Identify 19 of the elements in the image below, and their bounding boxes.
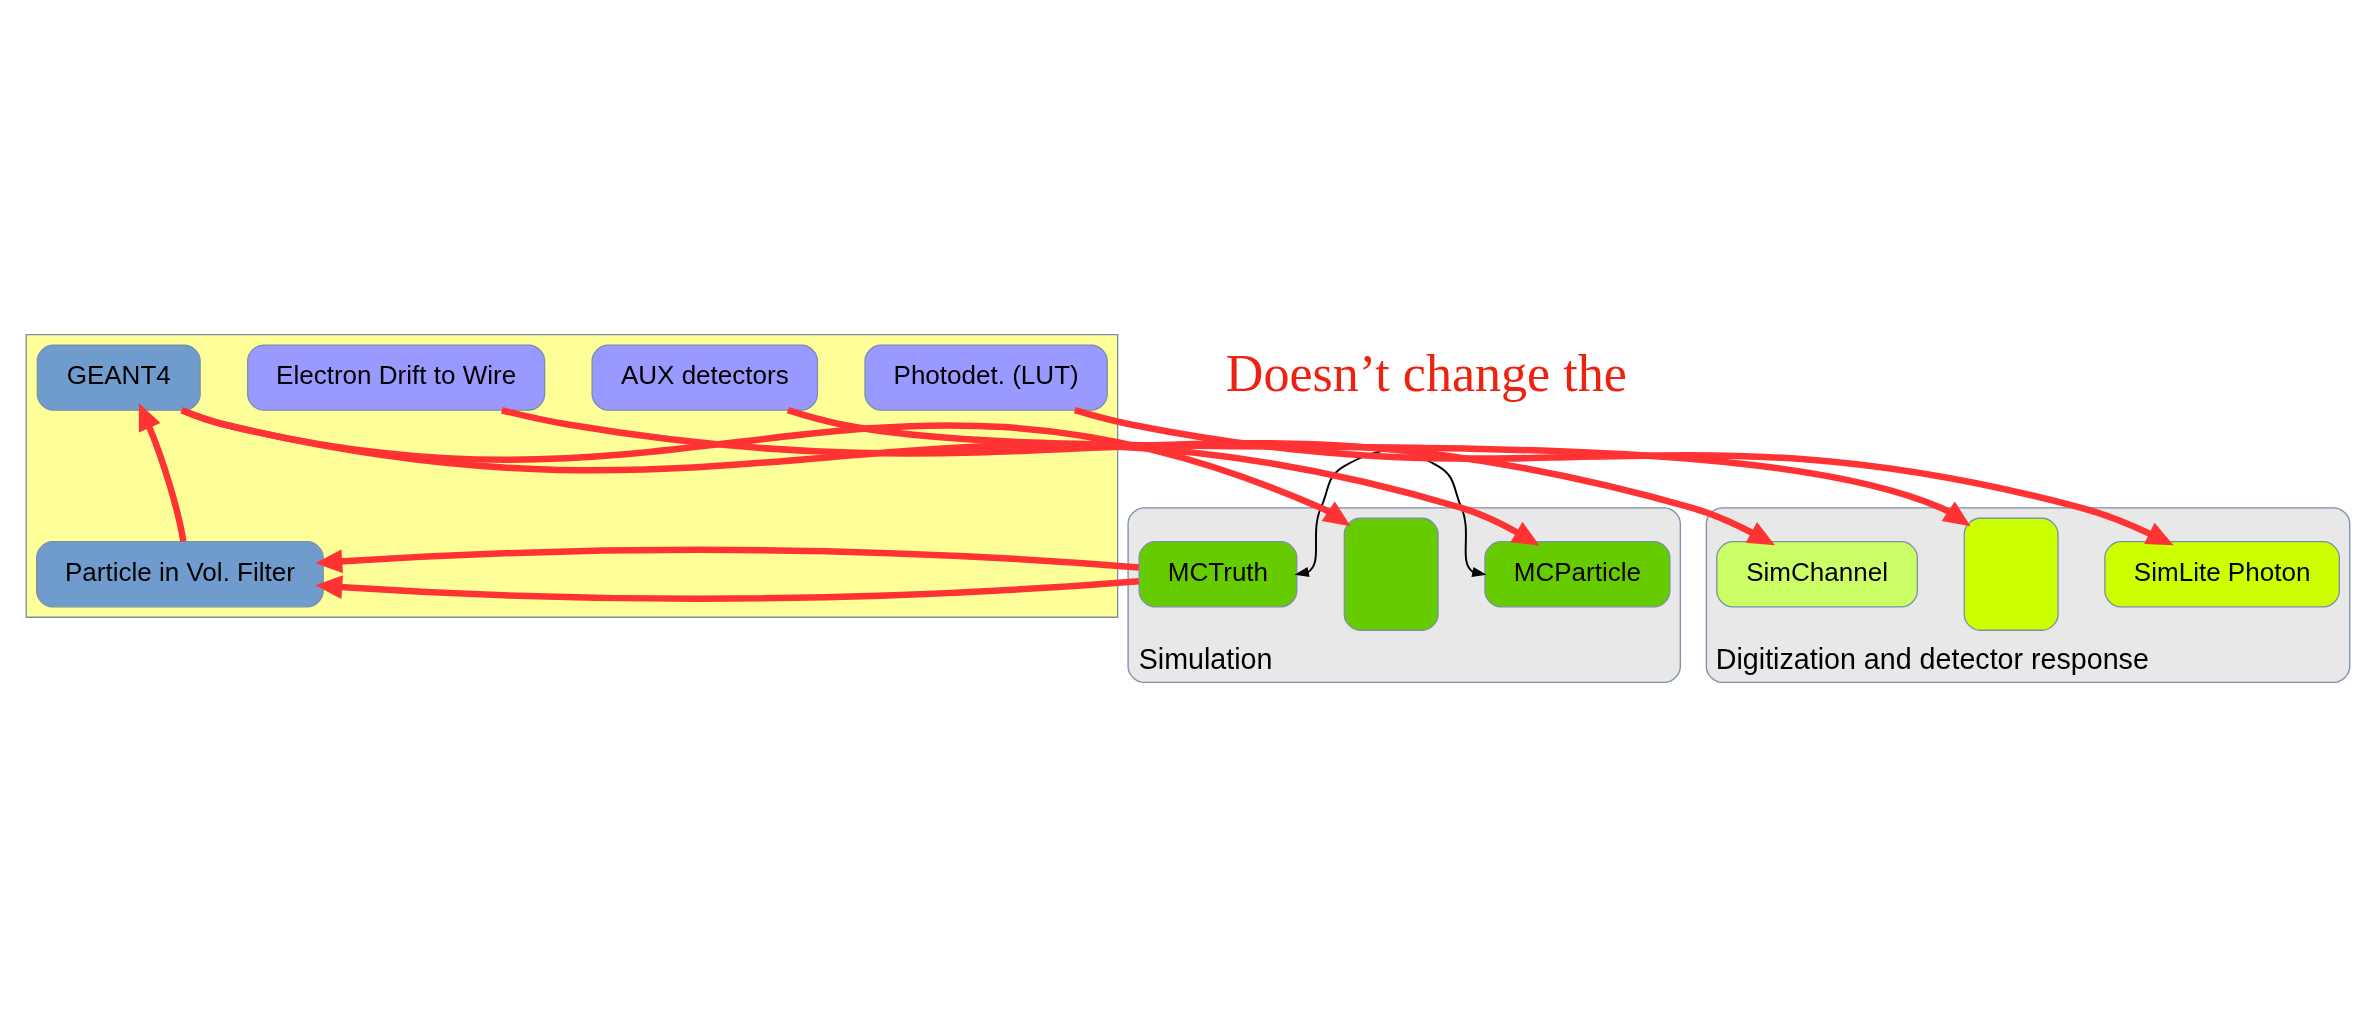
node-box: MCParticle <box>1484 541 1671 608</box>
node-box: GEANT4 <box>36 344 201 411</box>
arrow <box>501 407 1776 546</box>
node-box: Electron Drift to Wire <box>247 344 546 411</box>
arrow <box>315 546 1140 602</box>
cluster <box>25 334 1119 618</box>
node-box: MCTruth <box>1138 541 1298 608</box>
node-box <box>1963 517 2059 631</box>
label: Doesn’t change the <box>1225 344 1627 402</box>
node-box <box>1343 517 1439 631</box>
arrow <box>180 407 1540 546</box>
arrow <box>786 407 1971 527</box>
arrow <box>1073 407 2174 546</box>
node-box: Photodet. (LUT) <box>864 344 1108 411</box>
node-box: Particle in Vol. Filter <box>36 541 324 608</box>
node-box: AUX detectors <box>591 344 819 411</box>
arrow <box>138 403 187 542</box>
node-box: SimChannel <box>1716 541 1918 608</box>
node-box: SimLite Photon <box>2104 541 2340 608</box>
